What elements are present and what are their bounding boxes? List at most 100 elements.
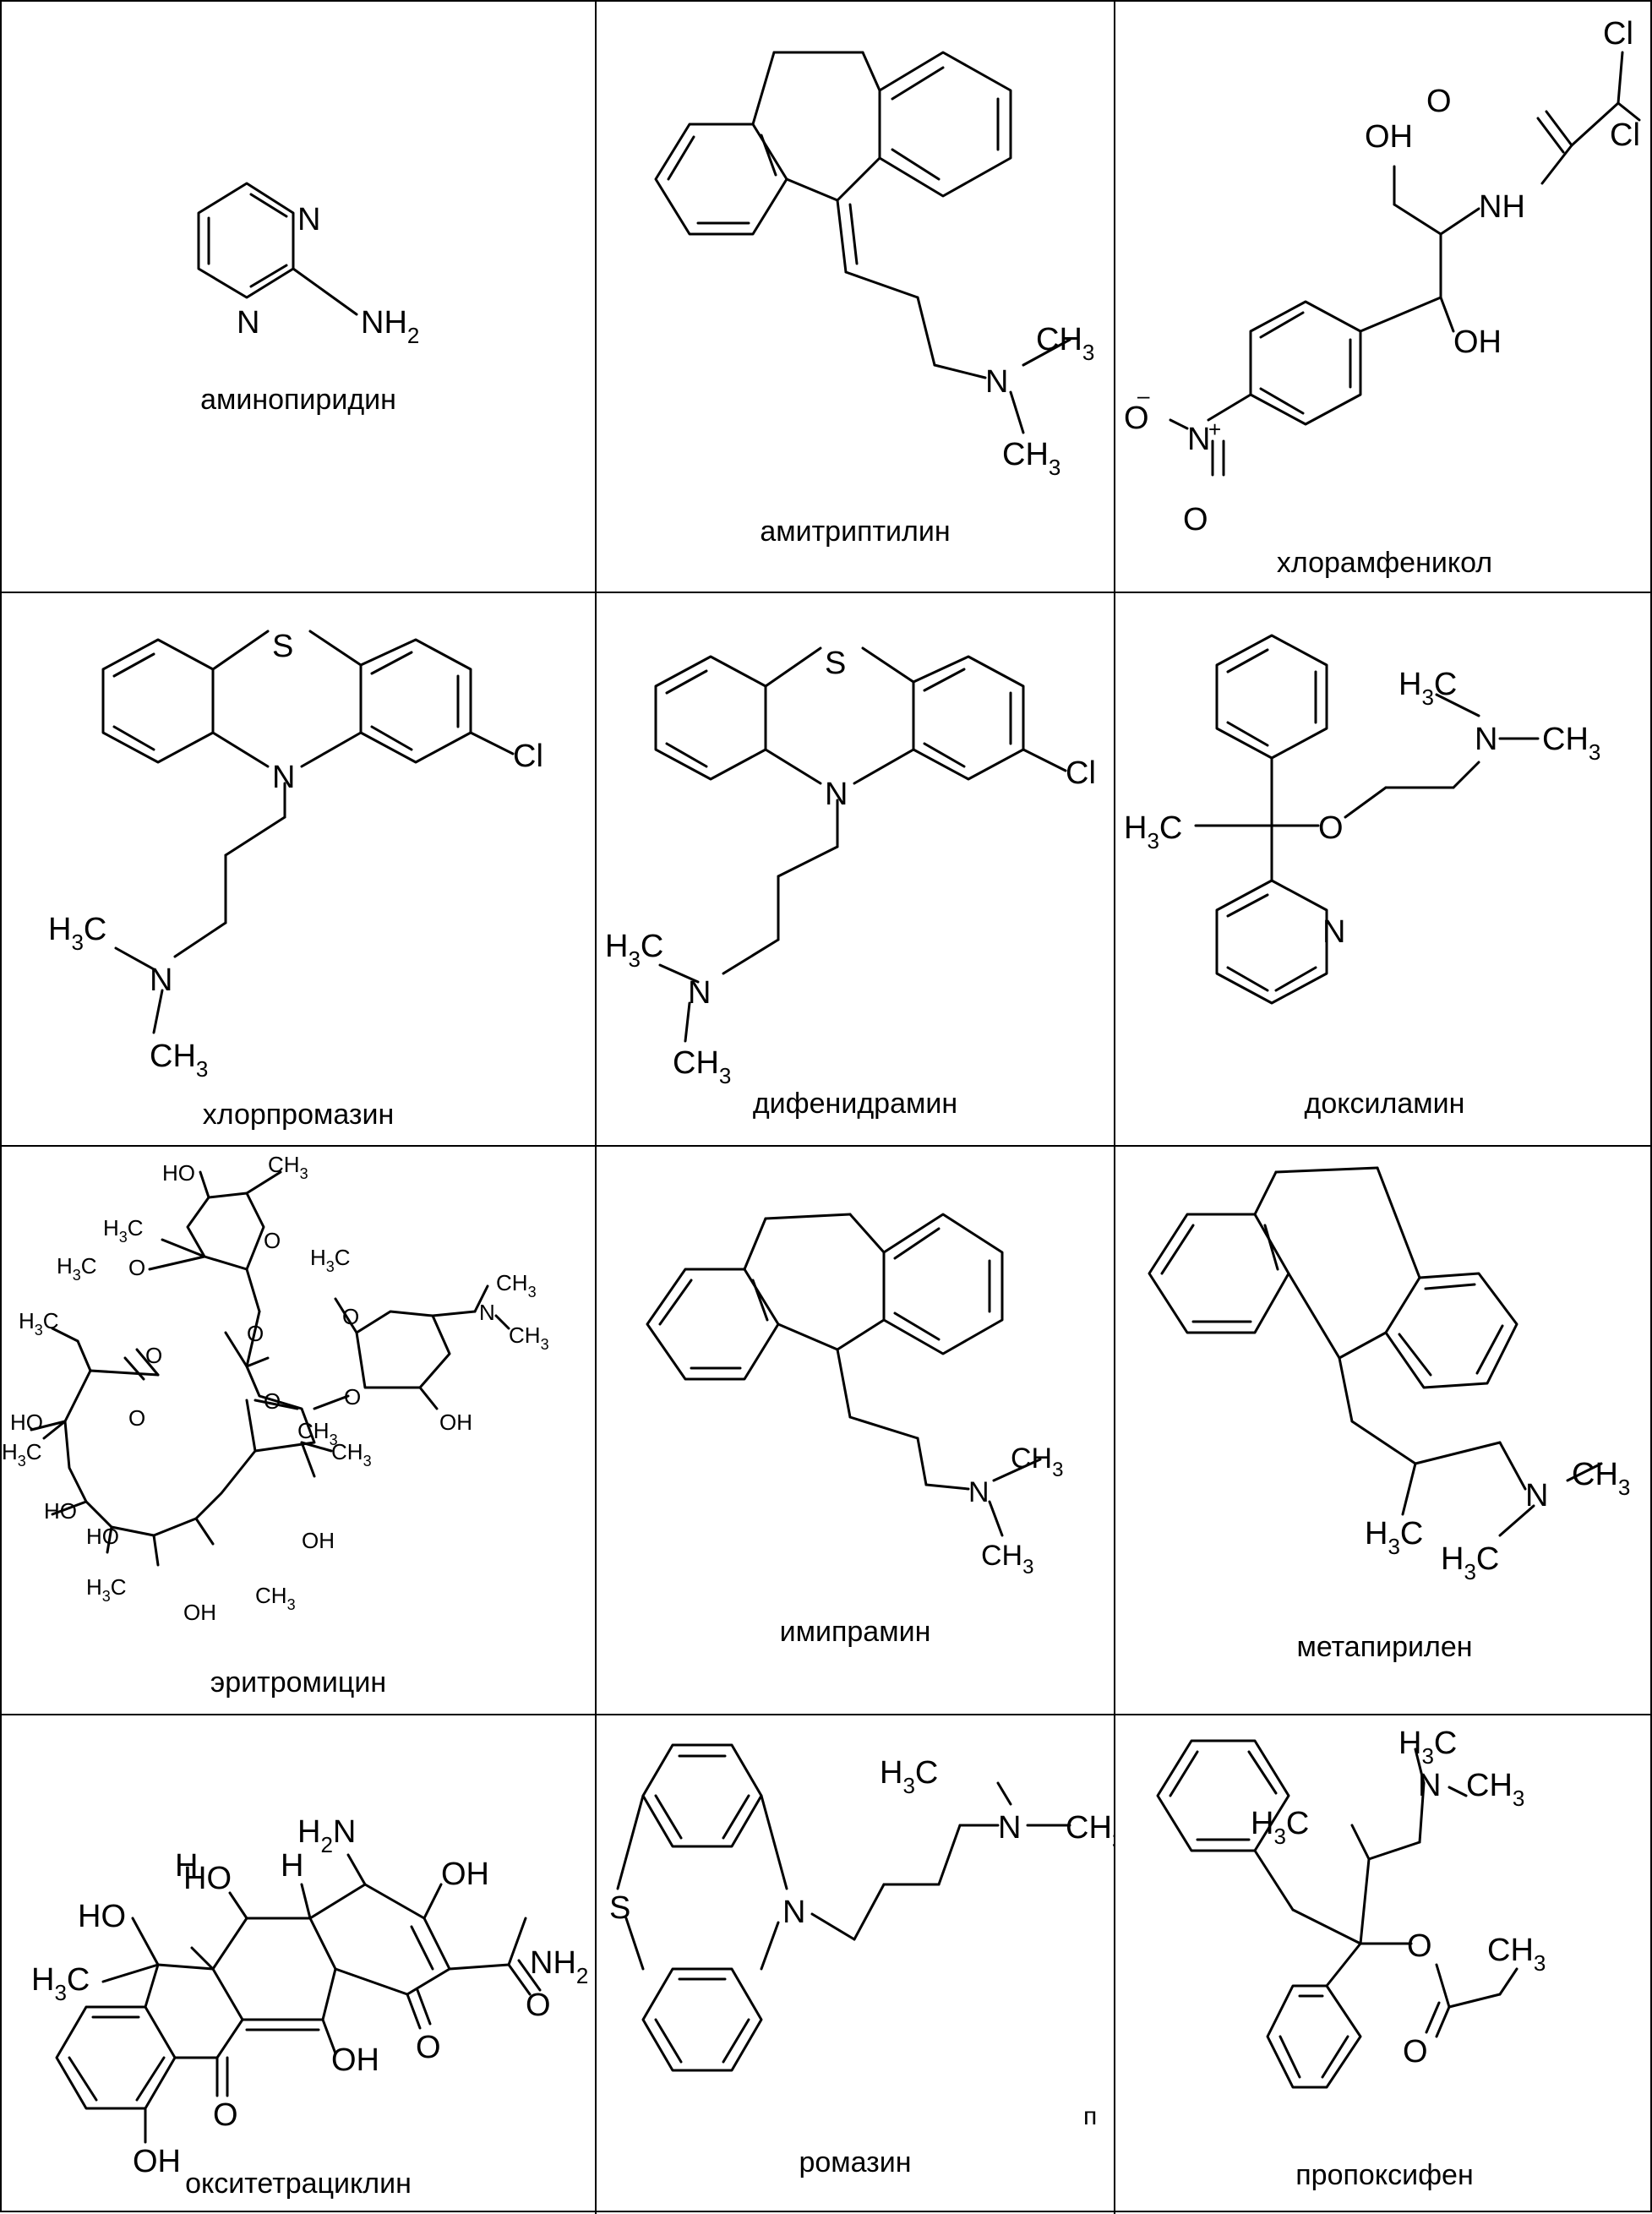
compound-name: хлорамфеникол bbox=[1276, 547, 1493, 579]
atom-CH3: CH3 bbox=[255, 1583, 296, 1613]
atom-H3C: H3C bbox=[605, 929, 663, 972]
structure-aminopyridine: N N NH2 bbox=[197, 182, 419, 348]
atom-H3C: H3C bbox=[1441, 1541, 1499, 1584]
atom-H3C: H3C bbox=[1124, 810, 1182, 853]
compound-name: пропоксифен bbox=[1295, 2159, 1474, 2191]
atom-CH3: CH3 bbox=[150, 1039, 208, 1082]
atom-S: S bbox=[272, 629, 293, 664]
atom-CH3: CH3 bbox=[1036, 322, 1094, 365]
grid-divider-h1 bbox=[2, 592, 1652, 593]
compound-name: имипрамин bbox=[779, 1616, 931, 1648]
atom-NH2: NH2 bbox=[361, 305, 419, 348]
cell-chlorpromazine: S N Cl N H3C CH3 хлорпромазин bbox=[2, 593, 595, 1145]
structure-diphenhydramine: S N Cl N H3C CH3 bbox=[605, 646, 1096, 1088]
atom-O: O bbox=[344, 1384, 361, 1410]
compound-name: ромазин bbox=[799, 2146, 912, 2179]
atom-S: S bbox=[825, 646, 846, 681]
cell-aminopyridine: N N NH2 аминопиридин bbox=[2, 2, 595, 592]
atom-O: O bbox=[264, 1388, 281, 1414]
atom-N: N bbox=[237, 305, 259, 341]
structure-propoxyphene: H3C N CH3 H3C O CH3 O bbox=[1156, 1726, 1546, 2089]
atom-N: N bbox=[998, 1810, 1021, 1846]
atom-N: N bbox=[297, 202, 320, 237]
atom-H3C: H3C bbox=[31, 1962, 90, 2005]
structure-methapyrilene: N CH3 H3C H3C bbox=[1148, 1166, 1630, 1584]
grid-divider-v2 bbox=[1114, 2, 1115, 2214]
cell-propoxyphene: H3C N CH3 H3C O CH3 O пропоксифен bbox=[1115, 1715, 1652, 2214]
atom-O: O bbox=[342, 1304, 359, 1329]
structure-chlorpromazine: S N Cl N H3C CH3 bbox=[48, 629, 543, 1082]
atom-N: N bbox=[985, 364, 1008, 400]
atom-H3C: H3C bbox=[19, 1308, 59, 1339]
atom-H2N: H2N bbox=[297, 1814, 356, 1857]
grid-divider-v1 bbox=[595, 2, 597, 2214]
atom-H3C: H3C bbox=[48, 912, 106, 955]
atom-CH3: CH3 bbox=[509, 1322, 549, 1353]
atom-Cl: Cl bbox=[1066, 755, 1096, 791]
cell-methapyrilene: N CH3 H3C H3C метапирилен bbox=[1115, 1147, 1652, 1714]
atom-H3C: H3C bbox=[880, 1755, 938, 1798]
compound-name: эритромицин bbox=[210, 1666, 387, 1699]
atom-CH3: CH3 bbox=[496, 1270, 537, 1301]
atom-N: N bbox=[272, 760, 295, 795]
grid-divider-h3 bbox=[2, 1714, 1652, 1715]
atom-N: N bbox=[1418, 1768, 1441, 1803]
atom-OH: OH bbox=[441, 1857, 489, 1892]
structure-doxylamine: N H3C CH3 H3C O N bbox=[1124, 634, 1600, 1005]
structure-erythromycin: O O H3C HO H3C HO HO H3C OH CH3 CH3 CH3 … bbox=[2, 1152, 549, 1625]
atom-NH2: NH2 bbox=[530, 1945, 588, 1988]
atom-O: O bbox=[128, 1255, 145, 1280]
atom-HO: HO bbox=[183, 1861, 232, 1896]
atom-H3C: H3C bbox=[1398, 667, 1457, 710]
atom-H: H bbox=[175, 1848, 198, 1884]
atom-OH: OH bbox=[133, 2144, 181, 2179]
cell-romazine: S N N H3C CH3 ромазин п bbox=[597, 1715, 1114, 2214]
atom-OH: OH bbox=[439, 1410, 472, 1435]
atom-CH3: CH3 bbox=[1487, 1933, 1546, 1976]
atom-O: O bbox=[213, 2097, 238, 2133]
atom-O: O bbox=[1407, 1928, 1432, 1964]
cell-erythromycin: O O H3C HO H3C HO HO H3C OH CH3 CH3 CH3 … bbox=[2, 1147, 595, 1714]
compound-name: метапирилен bbox=[1296, 1631, 1473, 1663]
atom-OH: OH bbox=[1453, 324, 1502, 360]
cell-oxytetracycline: HO H3C H HO H H2N OH NH2 O O OH O OH окс… bbox=[2, 1715, 595, 2214]
atom-CH3: CH3 bbox=[1066, 1810, 1114, 1853]
stray-mark: п bbox=[1083, 2102, 1098, 2130]
atom-OH: OH bbox=[331, 2042, 379, 2078]
atom-O: O bbox=[247, 1321, 264, 1346]
compound-name: окситетрациклин bbox=[185, 2168, 412, 2200]
atom-OH: OH bbox=[183, 1600, 216, 1625]
atom-N: N bbox=[1475, 722, 1497, 757]
atom-CH3: CH3 bbox=[1002, 437, 1060, 480]
compound-name: аминопиридин bbox=[200, 384, 396, 416]
atom-CH3: CH3 bbox=[268, 1152, 308, 1182]
cell-amitriptyline: N CH3 CH3 амитриптилин bbox=[597, 2, 1114, 592]
atom-H3C: H3C bbox=[103, 1215, 144, 1246]
compound-name: амитриптилин bbox=[760, 515, 951, 548]
atom-O: O bbox=[1124, 401, 1149, 436]
atom-NH: NH bbox=[1479, 189, 1525, 225]
atom-H3C: H3C bbox=[310, 1245, 351, 1275]
atom-N: N bbox=[688, 975, 711, 1011]
atom-Cl: Cl bbox=[1603, 16, 1633, 52]
atom-N: N bbox=[1525, 1478, 1548, 1513]
atom-N: N bbox=[1187, 422, 1210, 457]
atom-H3C: H3C bbox=[1398, 1726, 1457, 1769]
compound-name: доксиламин bbox=[1304, 1088, 1465, 1120]
compound-name: хлорпромазин bbox=[202, 1099, 395, 1131]
atom-CH3: CH3 bbox=[1572, 1457, 1630, 1500]
atom-N: N bbox=[782, 1895, 805, 1930]
atom-OH: OH bbox=[1365, 119, 1413, 155]
atom-CH3: CH3 bbox=[297, 1418, 338, 1448]
atom-O: O bbox=[145, 1343, 162, 1368]
atom-CH3: CH3 bbox=[673, 1045, 731, 1088]
atom-HO: HO bbox=[10, 1410, 43, 1435]
atom-Cl: Cl bbox=[513, 739, 543, 774]
atom-N: N bbox=[1322, 914, 1345, 950]
cell-diphenhydramine: S N Cl N H3C CH3 дифенидрамин bbox=[597, 593, 1114, 1145]
atom-O: O bbox=[416, 2030, 441, 2065]
atom-HO: HO bbox=[44, 1498, 77, 1524]
atom-S: S bbox=[609, 1890, 630, 1926]
atom-CH3: CH3 bbox=[1542, 722, 1600, 765]
structure-amitriptyline: N CH3 CH3 bbox=[654, 51, 1094, 480]
